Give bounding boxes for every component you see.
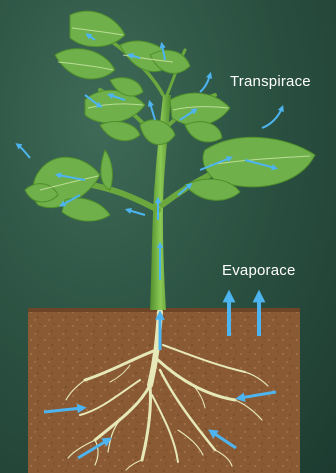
- evaporation-label: Evaporace: [222, 262, 296, 279]
- leaves: [25, 11, 315, 221]
- transpiration-label: Transpirace: [230, 73, 311, 90]
